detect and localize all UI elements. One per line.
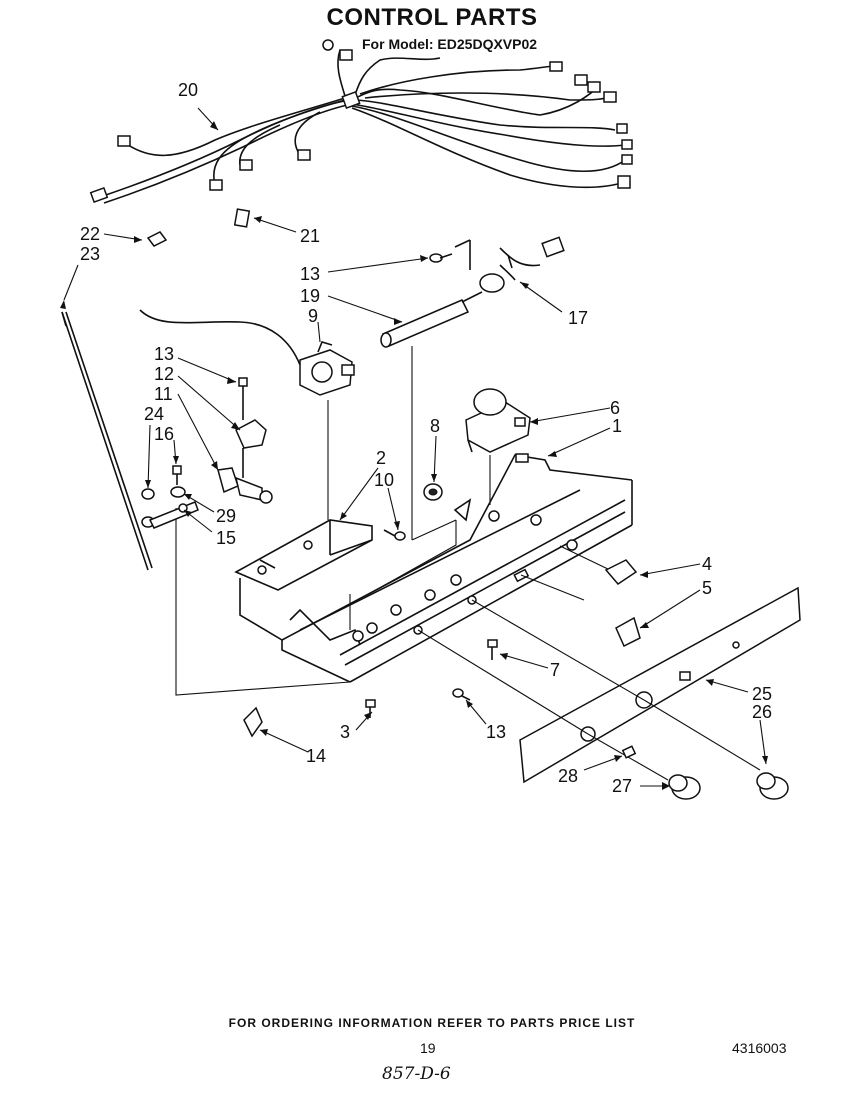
assembly-guide-line (471, 599, 645, 701)
sensor-probe-part-19 (380, 291, 483, 348)
control-housing-part-1 (281, 453, 633, 683)
screw-part-13-mid (238, 377, 248, 420)
ordering-note: FOR ORDERING INFORMATION REFER TO PARTS … (228, 1016, 636, 1030)
callout-label: 16 (154, 424, 174, 444)
callout-label: 13 (486, 722, 506, 742)
lever-part-15 (148, 501, 199, 529)
page-number: 19 (420, 1040, 436, 1056)
callout-label: 27 (612, 776, 632, 796)
callout-label: 1 (612, 416, 622, 436)
callout-label: 2 (376, 448, 386, 468)
bracket-part-2 (234, 519, 373, 641)
callout-label: 8 (430, 416, 440, 436)
rod-part-23 (61, 311, 153, 571)
callout-label: 11 (154, 384, 173, 404)
callout-label: 6 (610, 398, 620, 418)
callout-label: 13 (154, 344, 174, 364)
assembly-guide-line (411, 519, 457, 541)
assembly-guide-line (643, 699, 761, 771)
callout-label: 10 (374, 470, 394, 490)
model-subtitle: For Model: ED25DQXVP02 (362, 36, 538, 52)
callout-label: 5 (702, 578, 712, 598)
switch-part-5 (615, 616, 641, 648)
callout-label: 17 (568, 308, 588, 328)
callout-label: 26 (752, 702, 772, 722)
washer-part-29 (170, 486, 186, 498)
screw-part-10 (383, 529, 406, 541)
grommet-part-8 (423, 483, 443, 501)
assembly-guide-line (520, 574, 585, 601)
handwritten-note: 857-D-6 (382, 1064, 451, 1084)
screw-part-13-top (429, 253, 453, 263)
callout-label: 7 (550, 660, 560, 680)
screw-part-3 (365, 699, 376, 718)
shaft-part-11 (217, 448, 273, 504)
callout-label: 21 (300, 226, 320, 246)
page-title: CONTROL PARTS (326, 4, 538, 31)
callout-label: 28 (558, 766, 578, 786)
clip-part-28 (621, 745, 637, 759)
callout-label: 29 (216, 506, 236, 526)
screw-part-7 (487, 639, 498, 660)
callout-label: 12 (154, 364, 174, 384)
thermostat-part-9 (139, 309, 355, 396)
callout-label: 9 (308, 306, 318, 326)
callout-label: 3 (340, 722, 350, 742)
callout-label: 14 (306, 746, 326, 766)
bracket-part-12 (235, 419, 267, 449)
document-number: 4316003 (732, 1040, 787, 1056)
clip-part-14 (243, 706, 263, 738)
callout-label: 19 (300, 286, 320, 306)
callout-label: 4 (702, 554, 712, 574)
assembly-guide-line (175, 508, 351, 696)
callout-label: 15 (216, 528, 236, 548)
assembly-guide-line (559, 545, 611, 571)
callout-label: 22 (80, 224, 100, 244)
screw-part-16 (172, 465, 182, 485)
bracket-part-17 (454, 236, 565, 293)
knob-part-27 (668, 774, 701, 800)
assembly-guide-line (417, 629, 589, 735)
callout-label: 23 (80, 244, 100, 264)
callout-label: 24 (144, 404, 164, 424)
callout-label: 13 (300, 264, 320, 284)
switch-part-4 (604, 559, 638, 585)
callout-label: 20 (178, 80, 198, 100)
wire-harness-part (89, 39, 633, 204)
knob-part-26 (756, 772, 789, 800)
clip-part-22 (146, 231, 168, 247)
callout-label: 25 (752, 684, 772, 704)
screw-part-13-bottom (452, 688, 471, 701)
assembly-guide-line (375, 520, 457, 591)
clip-part-21 (233, 208, 251, 228)
callout-leaders (60, 107, 768, 790)
damper-motor-part-6 (465, 388, 531, 453)
